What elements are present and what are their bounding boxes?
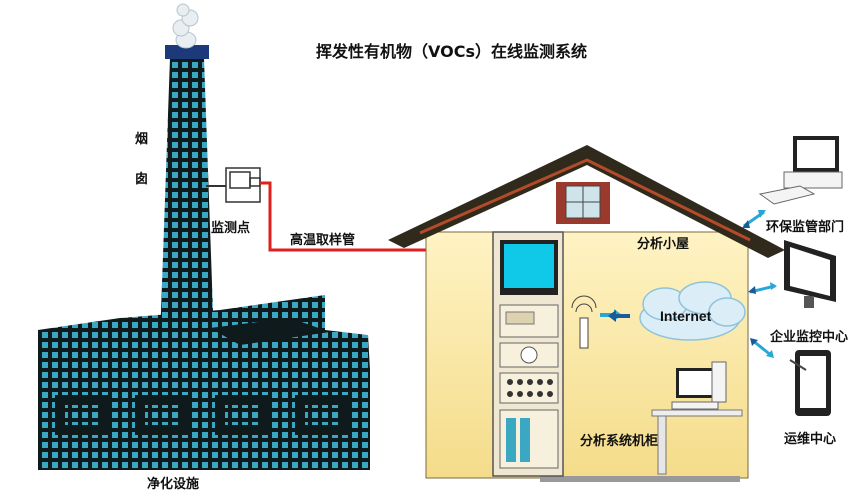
internet-label: Internet [660, 308, 712, 324]
factory-roof-shadow [210, 318, 330, 345]
analysis-cabinet [492, 231, 564, 477]
desktop-computer-icon [651, 361, 743, 475]
factory-roof [38, 295, 370, 370]
diagram-title: 挥发性有机物（VOCs）在线监测系统 [316, 42, 587, 61]
env-dept-label: 环保监管部门 [766, 220, 845, 235]
chimney [160, 58, 214, 340]
smoke-icon [172, 3, 199, 49]
sampling-pipe-label: 高温取样管 [290, 233, 356, 248]
sampling-pipe [260, 181, 494, 262]
chimney-label-1: 烟 [135, 132, 149, 147]
factory-building [38, 3, 370, 470]
link-arrow-antenna-cloud [600, 309, 630, 322]
wireless-antenna-icon [571, 295, 597, 349]
factory-windows [55, 395, 350, 435]
purification-label: 净化设施 [147, 477, 200, 492]
analysis-cabinet-label: 分析系统机柜 [580, 434, 659, 449]
chimney-label-2: 囱 [135, 172, 149, 187]
cloud-icon [639, 281, 746, 341]
tablet-icon [789, 350, 831, 416]
enterprise-center-label: 企业监控中心 [770, 330, 849, 345]
link-arrows-devices [742, 210, 777, 358]
chimney-cap [165, 45, 209, 59]
monitoring-point-label: 监测点 [211, 221, 251, 236]
sampling-probe-icon [206, 167, 261, 203]
ops-center-label: 运维中心 [784, 432, 837, 447]
enterprise-monitor [784, 240, 836, 308]
env-dept-computer [758, 136, 843, 205]
analysis-house [388, 145, 785, 482]
analysis-house-label: 分析小屋 [637, 237, 690, 252]
